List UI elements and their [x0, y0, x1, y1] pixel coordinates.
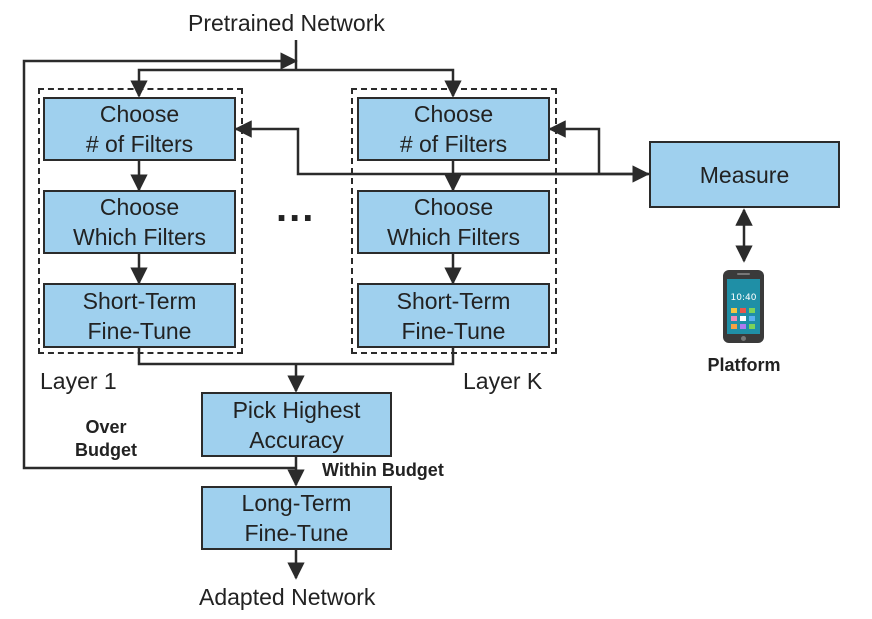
layerk-choose-which-box: Choose Which Filters: [357, 190, 550, 254]
app-icon: [740, 316, 746, 321]
layer1-group: [38, 88, 243, 354]
measure-box: Measure: [649, 141, 840, 208]
layer1-label: Layer 1: [40, 368, 117, 394]
ellipsis: ...: [276, 186, 316, 230]
app-icon: [740, 308, 746, 313]
layerk-group: [351, 88, 557, 354]
smartphone-icon: 10:40: [723, 270, 764, 343]
app-icon: [731, 308, 737, 313]
layerk-choose-count-box: Choose # of Filters: [357, 97, 550, 161]
layer1-choose-which-box: Choose Which Filters: [43, 190, 236, 254]
layerk-label: Layer K: [463, 368, 543, 394]
platform-label: Platform: [707, 355, 781, 375]
app-icon: [749, 324, 755, 329]
app-icon: [749, 308, 755, 313]
app-icons: [731, 308, 755, 329]
layer1-choose-count-box: Choose # of Filters: [43, 97, 236, 161]
edge-split-layer1: [130, 68, 296, 98]
over-budget-label: Over Budget: [75, 417, 137, 460]
app-icon: [749, 316, 755, 321]
pick-highest-accuracy-box: Pick Highest Accuracy: [201, 392, 392, 457]
within-budget-label: Within Budget: [322, 460, 444, 480]
edge-split-layerk: [296, 68, 462, 98]
edge-over-budget-loop: [22, 52, 298, 470]
phone-clock: 10:40: [731, 293, 757, 303]
app-icon: [740, 324, 746, 329]
app-icon: [731, 316, 737, 321]
long-term-finetune-box: Long-Term Fine-Tune: [201, 486, 392, 550]
layer1-finetune-box: Short-Term Fine-Tune: [43, 283, 236, 348]
layerk-finetune-box: Short-Term Fine-Tune: [357, 283, 550, 348]
app-icon: [731, 324, 737, 329]
output-label: Adapted Network: [199, 584, 376, 610]
input-label: Pretrained Network: [188, 10, 385, 36]
edge-measure-layerk: [548, 120, 601, 174]
